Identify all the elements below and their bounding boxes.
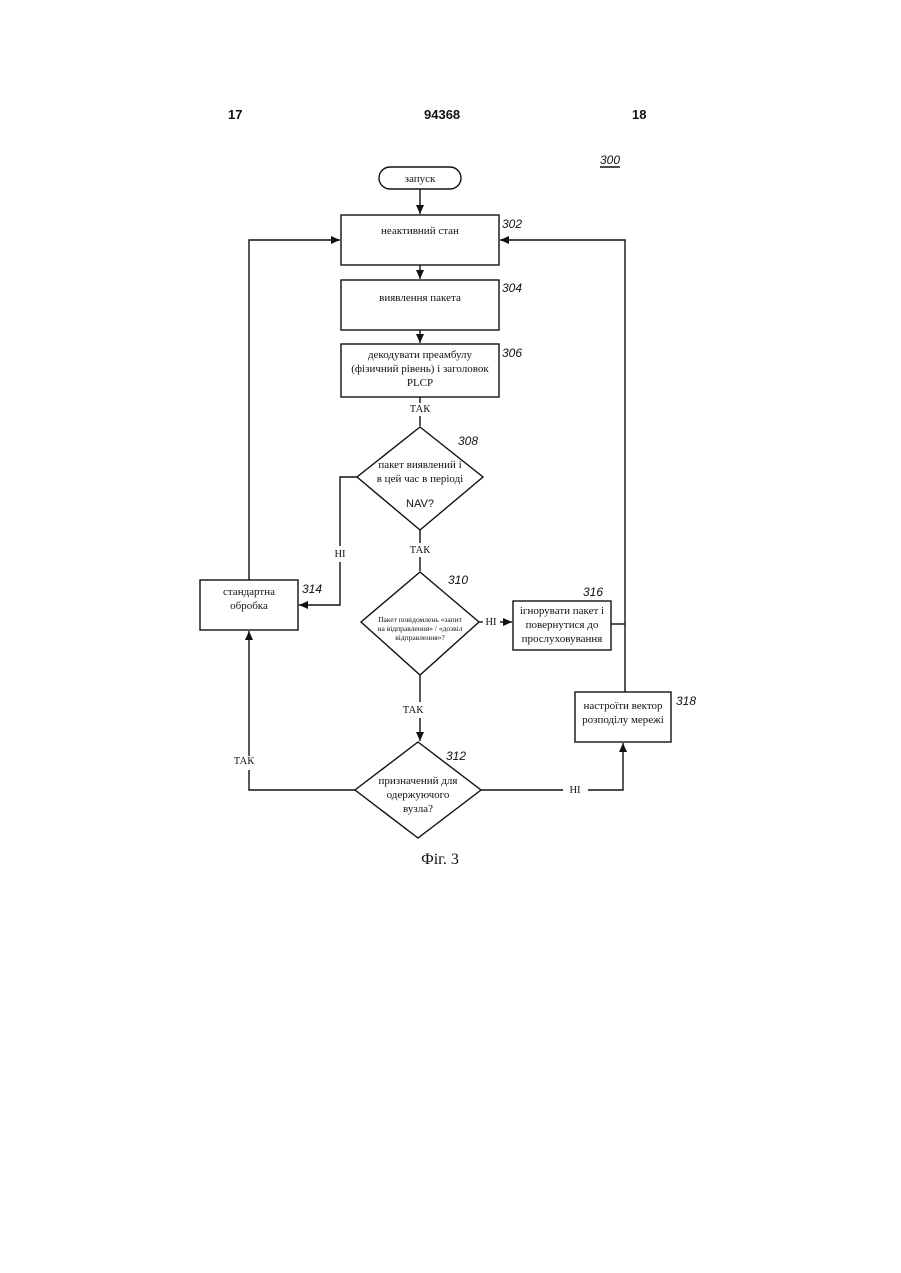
start-label: запуск bbox=[405, 173, 436, 185]
box-304-label: виявлення пакета bbox=[379, 292, 461, 304]
figure-caption: Фіг. 3 bbox=[421, 851, 459, 868]
box-306-line-1: декодувати преамбулу bbox=[368, 349, 473, 361]
edge-label-308-no: НІ bbox=[334, 549, 346, 560]
ref-308: 308 bbox=[458, 434, 478, 448]
box-318-line-1: настроїти вектор bbox=[584, 700, 663, 712]
decision-310-line-3: відправлення»? bbox=[395, 633, 445, 642]
decision-308-line-1: пакет виявлений і bbox=[378, 459, 461, 471]
box-316-line-3: прослуховування bbox=[522, 633, 603, 645]
box-304-packet-detection bbox=[341, 280, 499, 330]
ref-302: 302 bbox=[502, 217, 522, 231]
decision-310-line-1: Пакет повідомлень «запит bbox=[378, 615, 463, 624]
box-316-line-2: повернутися до bbox=[526, 619, 599, 631]
edge-label-after-306: ТАК bbox=[410, 404, 431, 415]
figure-reference: 300 bbox=[600, 153, 620, 167]
ref-304: 304 bbox=[502, 281, 522, 295]
decision-312-line-2: одержуючого bbox=[387, 789, 450, 801]
edge-label-312-yes: ТАК bbox=[234, 756, 255, 767]
ref-306: 306 bbox=[502, 346, 522, 360]
arrow-314-to-302 bbox=[249, 240, 340, 580]
edge-label-312-no: НІ bbox=[569, 785, 581, 796]
arrow-312-no-to-318 bbox=[588, 743, 623, 790]
box-316-line-1: ігнорувати пакет і bbox=[520, 605, 604, 617]
edge-label-310-yes: ТАК bbox=[403, 705, 424, 716]
decision-310-line-2: на відправлення» / «дозвіл bbox=[378, 624, 463, 633]
decision-312-line-3: вузла? bbox=[403, 803, 433, 815]
decision-308-line-3: NAV? bbox=[406, 498, 434, 510]
ref-318: 318 bbox=[676, 694, 696, 708]
box-302-label: неактивний стан bbox=[381, 225, 459, 237]
edge-label-310-no: НІ bbox=[485, 617, 497, 628]
line-308-no-upper bbox=[340, 477, 357, 546]
box-314-line-2: обробка bbox=[230, 600, 268, 612]
box-306-line-2: (фізичний рівень) і заголовок bbox=[351, 363, 489, 375]
decision-312-line-1: призначений для bbox=[379, 775, 458, 787]
ref-314: 314 bbox=[302, 582, 322, 596]
ref-312: 312 bbox=[446, 749, 466, 763]
ref-316: 316 bbox=[583, 585, 603, 599]
box-318-line-2: розподілу мережі bbox=[582, 714, 664, 726]
line-312-yes-lower bbox=[249, 770, 355, 790]
edge-label-308-yes: ТАК bbox=[410, 545, 431, 556]
decision-308-line-2: в цей час в періоді bbox=[377, 473, 464, 485]
box-306-line-3: PLCP bbox=[407, 377, 433, 389]
ref-310: 310 bbox=[448, 573, 468, 587]
box-314-line-1: стандартна bbox=[223, 586, 275, 598]
box-302-idle-state bbox=[341, 215, 499, 265]
